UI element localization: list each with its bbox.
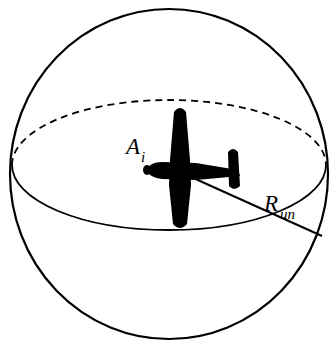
radius-line (180, 172, 322, 236)
symbol-subscript: un (280, 207, 295, 222)
airplane-silhouette (143, 108, 240, 228)
symbol-subscript: i (141, 150, 145, 165)
sphere-outline (10, 9, 328, 339)
symbol-letter: A (126, 135, 140, 158)
symbol-letter: R (264, 192, 278, 215)
equator-back (12, 100, 326, 165)
